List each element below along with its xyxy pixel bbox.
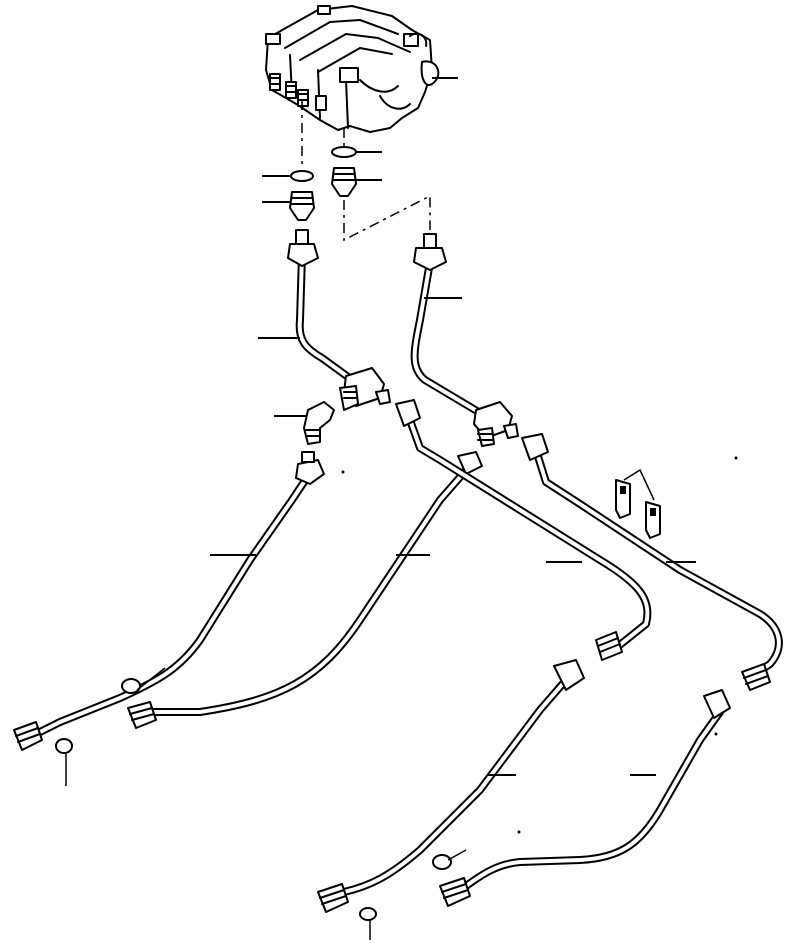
tee-left [339, 367, 391, 411]
dot-mark [517, 830, 521, 834]
control-valve [265, 5, 440, 133]
dot-mark [341, 470, 345, 474]
tube-right-upper [410, 233, 486, 418]
dot-mark [714, 732, 718, 736]
tube-lower-1 [13, 451, 325, 751]
dot-mark [734, 456, 738, 460]
adapter-right [331, 167, 357, 197]
tube-lower-3 [395, 399, 652, 661]
tube-lower-2 [127, 451, 483, 729]
tube-lower-6 [439, 689, 731, 907]
o-ring-left [290, 170, 314, 182]
adapter-left [289, 191, 315, 221]
tee-right [473, 401, 519, 447]
clamp [55, 667, 467, 940]
tube-left-upper [287, 229, 359, 386]
tube-lower-5 [317, 659, 585, 913]
valve-port-fittings [269, 73, 327, 111]
elbow [303, 401, 335, 445]
tube-lower-4 [521, 433, 783, 691]
o-ring-right [331, 146, 357, 158]
centerline-right-upper-tube [343, 194, 431, 242]
clip [615, 468, 661, 539]
